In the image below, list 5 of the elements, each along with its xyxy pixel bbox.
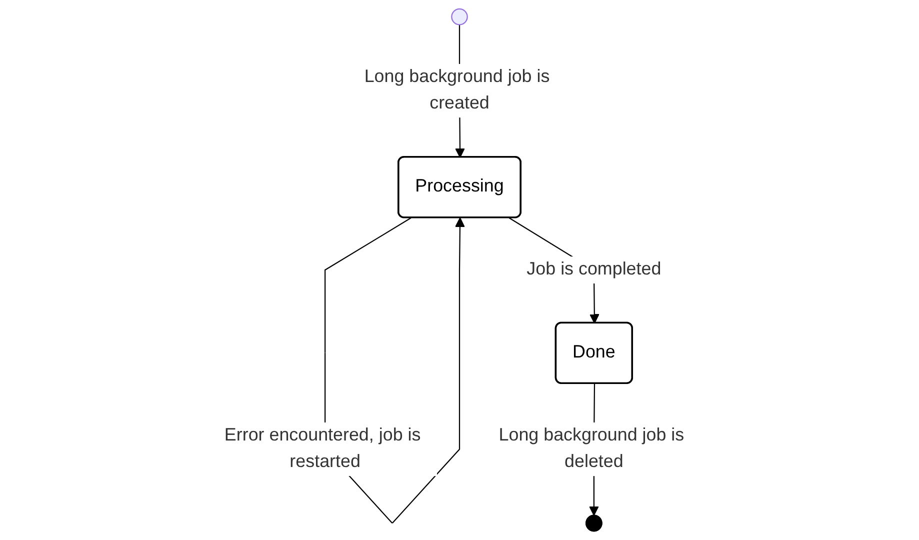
node-circle bbox=[451, 8, 468, 26]
edge-label: Long background job is deleted bbox=[498, 426, 684, 472]
edge-label: Long background job is created bbox=[364, 67, 550, 114]
edge-label: Job is completed bbox=[526, 260, 662, 279]
edge-label: Error encountered, job is restarted bbox=[224, 426, 421, 472]
